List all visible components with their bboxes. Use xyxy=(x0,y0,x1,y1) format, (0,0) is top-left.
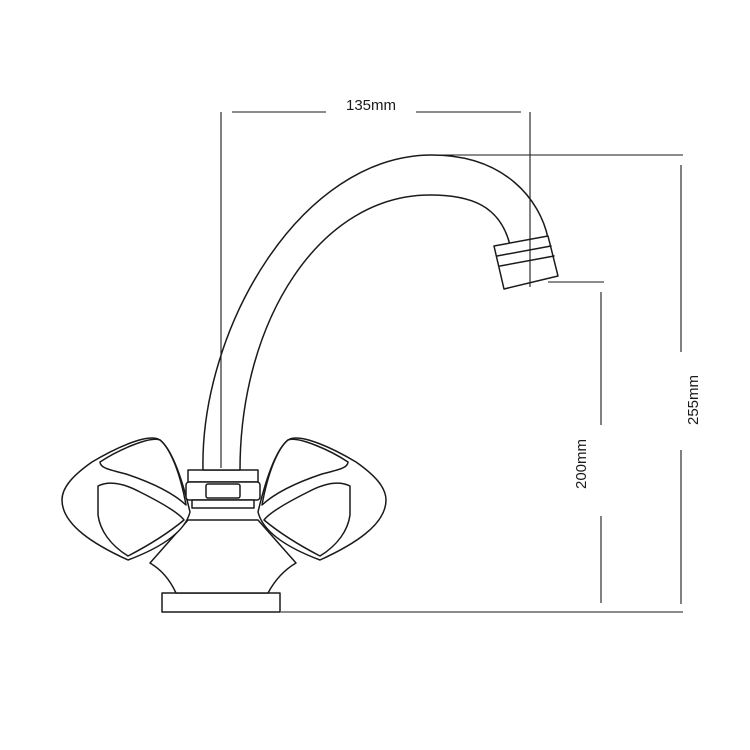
total-height-dimension: 255mm xyxy=(281,154,702,613)
faucet-body-nut xyxy=(185,469,261,509)
total-height-dimension-label: 255mm xyxy=(685,375,702,425)
outlet-height-dimension-label: 200mm xyxy=(573,439,590,489)
right-handle xyxy=(257,437,387,561)
width-dimension: 135mm xyxy=(220,97,531,468)
width-dimension-label: 135mm xyxy=(346,97,396,114)
faucet-spout xyxy=(202,154,549,471)
faucet-base xyxy=(149,519,297,613)
outlet-height-dimension: 200mm xyxy=(548,281,604,603)
left-handle xyxy=(61,437,191,561)
spout-aerator xyxy=(493,235,559,290)
